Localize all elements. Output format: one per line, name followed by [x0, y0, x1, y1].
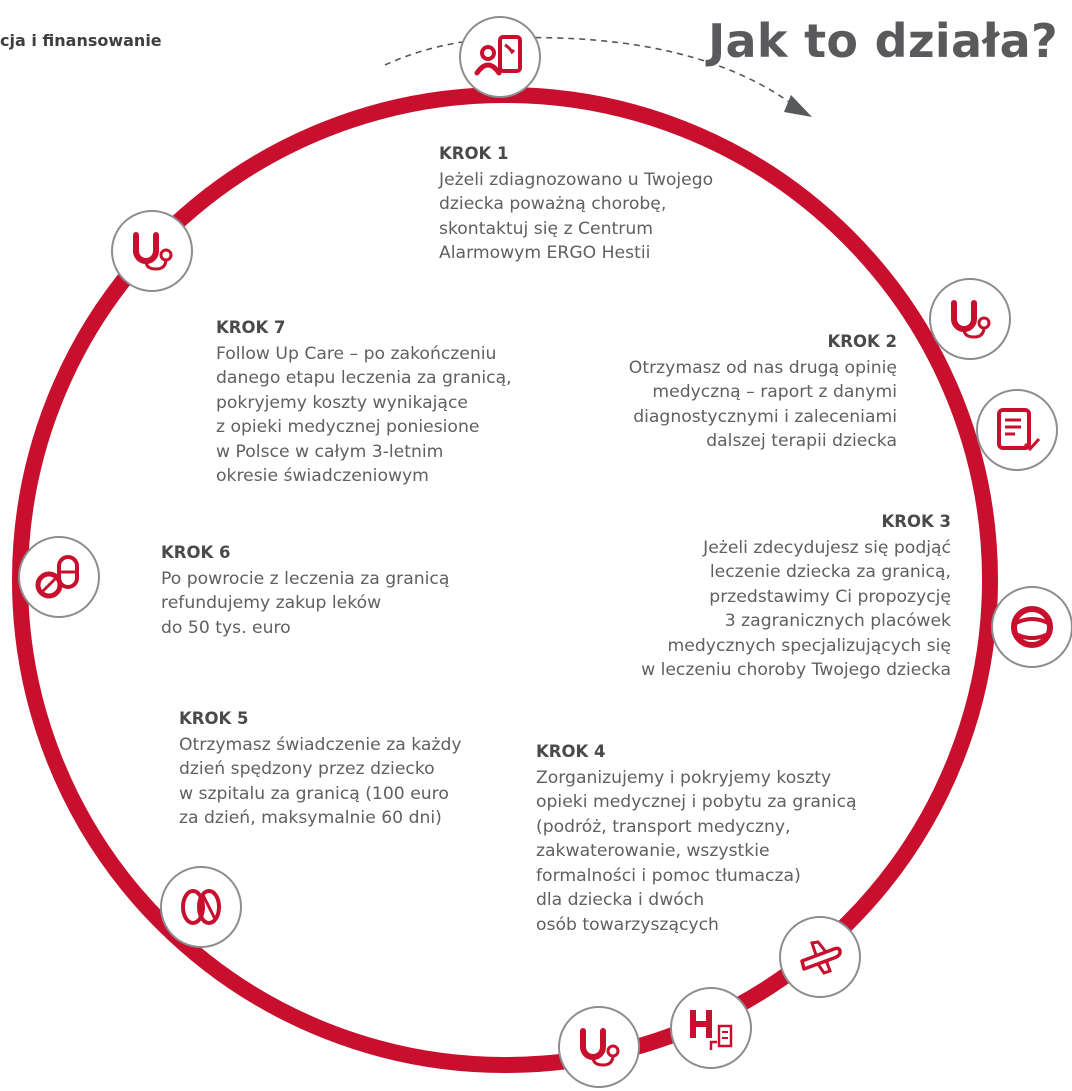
- pills-icon: [160, 866, 242, 948]
- page-title: Jak to działa?: [708, 14, 1058, 68]
- step-heading: KROK 3: [881, 512, 951, 531]
- stethoscope-icon: [111, 210, 193, 292]
- arrow-head: [784, 95, 812, 117]
- dashed-arrow-arc: [384, 36, 801, 111]
- step-heading: KROK 2: [827, 332, 897, 351]
- step-4: KROK 4 Zorganizujemy i pokryjemy koszty …: [536, 740, 926, 937]
- step-1: KROK 1 Jeżeli zdiagnozowano u Twojego dz…: [439, 142, 799, 266]
- step-heading: KROK 4: [536, 742, 606, 761]
- step-3: KROK 3 Jeżeli zdecydujesz się podjąć lec…: [560, 510, 951, 683]
- document-check-icon: [976, 389, 1058, 471]
- step-text: Jeżeli zdecydujesz się podjąć leczenie d…: [641, 537, 951, 681]
- medicine-icon: [18, 536, 100, 618]
- step-text: Po powrocie z leczenia za granicą refund…: [161, 568, 450, 638]
- step-2: KROK 2 Otrzymasz od nas drugą opinię med…: [560, 330, 897, 454]
- step-6: KROK 6 Po powrocie z leczenia za granicą…: [161, 541, 521, 640]
- step-5: KROK 5 Otrzymasz świadczenie za każdy dz…: [179, 707, 519, 831]
- step-text: Jeżeli zdiagnozowano u Twojego dziecka p…: [439, 169, 714, 264]
- stethoscope-icon: [929, 278, 1011, 360]
- globe-icon: [991, 586, 1072, 668]
- step-text: Zorganizujemy i pokryjemy koszty opieki …: [536, 767, 857, 935]
- step-heading: KROK 6: [161, 543, 231, 562]
- step-7: KROK 7 Follow Up Care – po zakończeniu d…: [216, 316, 576, 489]
- section-label: cja i finansowanie: [0, 31, 162, 50]
- step-text: Follow Up Care – po zakończeniu danego e…: [216, 343, 512, 487]
- step-text: Otrzymasz świadczenie za każdy dzień spę…: [179, 734, 462, 829]
- step-heading: KROK 7: [216, 318, 286, 337]
- doctor-phone-icon: [459, 16, 541, 98]
- step-text: Otrzymasz od nas drugą opinię medyczną –…: [628, 357, 897, 452]
- hospital-icon: [670, 987, 752, 1069]
- step-heading: KROK 1: [439, 144, 509, 163]
- step-heading: KROK 5: [179, 709, 249, 728]
- airplane-icon: [779, 916, 861, 998]
- stethoscope-icon: [558, 1006, 640, 1088]
